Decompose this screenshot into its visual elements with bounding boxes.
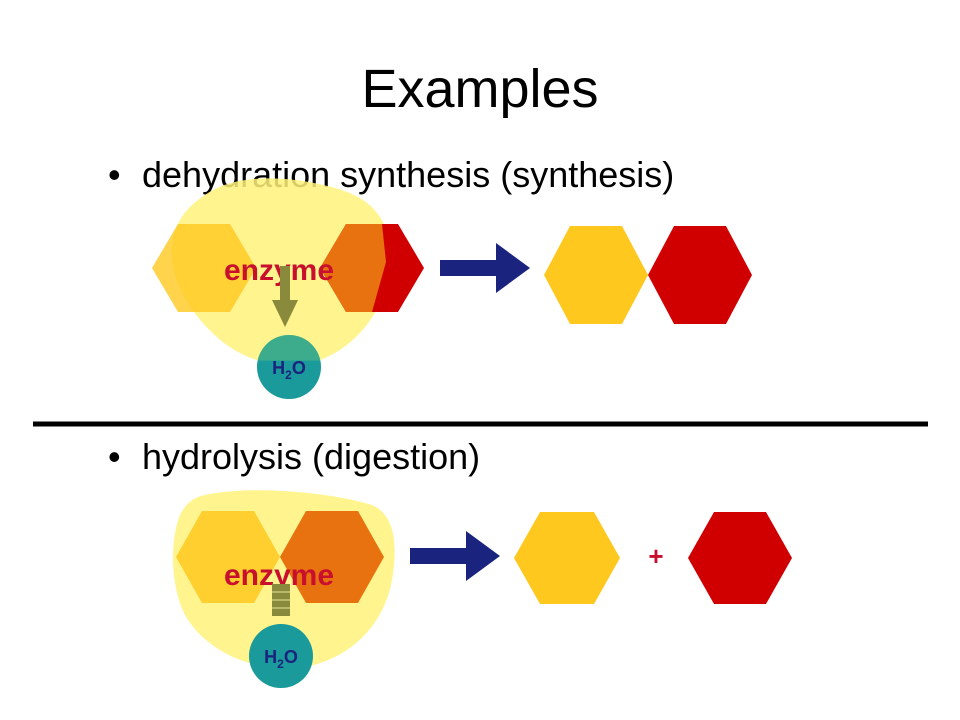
- bullet-dot: •: [108, 154, 121, 195]
- water-label: H2O: [272, 358, 306, 382]
- water-molecule-icon: H2O: [257, 335, 321, 399]
- yellow-hexagon: [152, 224, 256, 312]
- enzyme-label: enzyme: [224, 254, 334, 287]
- orange-hexagon: [280, 511, 384, 603]
- slide-title: Examples: [361, 59, 599, 119]
- yellow-hexagon: [176, 511, 280, 603]
- arrow-right-icon: [410, 531, 500, 581]
- arrow-up-icon: [272, 584, 290, 616]
- water-label: H2O: [264, 647, 298, 671]
- product-red-hexagon: [648, 226, 752, 324]
- bullet-dot: •: [108, 436, 121, 477]
- orange-overlap: [320, 224, 386, 312]
- bullet-text: hydrolysis (digestion): [142, 436, 481, 477]
- bullet-hydrolysis: • hydrolysis (digestion): [108, 436, 480, 478]
- product-yellow-hexagon: [514, 512, 620, 604]
- hydrolysis-diagram: enzyme H2O +: [173, 490, 792, 688]
- arrow-down-icon: [272, 266, 298, 327]
- arrow-right-icon: [440, 243, 530, 293]
- product-red-hexagon: [688, 512, 792, 604]
- synthesis-diagram: enzyme H2O: [152, 178, 752, 399]
- water-molecule-icon: H2O: [249, 624, 313, 688]
- plus-sign: +: [648, 541, 663, 571]
- product-yellow-hexagon: [544, 226, 648, 324]
